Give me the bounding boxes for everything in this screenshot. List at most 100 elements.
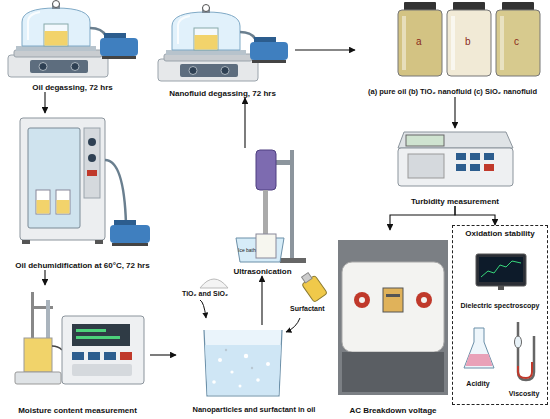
dielectric-analyzer: [476, 254, 526, 290]
nanoparticle-powder: [200, 279, 228, 288]
sample-bottles: [398, 10, 442, 76]
breakdown-tester-photo: [421, 297, 427, 303]
bottle-letter: a: [416, 37, 422, 47]
step-caption: Moisture content measurement: [5, 406, 150, 415]
karl-fischer-titrator: [72, 324, 130, 346]
turbidity-meter: [484, 153, 494, 160]
karl-fischer-titrator: [46, 300, 50, 340]
flow-arrow: [455, 206, 495, 225]
process-step: Ultrasonication: [215, 148, 310, 276]
viscometer: [515, 336, 522, 348]
step-caption: (a) pure oil (b) TiO₂ nanofluid (c) SiO₂…: [355, 88, 550, 97]
nanoparticle-powder: [200, 300, 206, 318]
karl-fischer-titrator: [120, 352, 132, 360]
step-caption: AC Breakdown voltage: [335, 406, 451, 415]
flow-arrow: [295, 49, 355, 50]
part-label: Surfactant: [290, 305, 325, 312]
ultrasonic-probe: [290, 150, 294, 260]
breakdown-tester-photo: [342, 262, 444, 352]
oil-beaker: [266, 362, 270, 366]
test-group: Oxidation stabilityDielectric spectrosco…: [452, 225, 548, 405]
step-caption: Ultrasonication: [215, 267, 310, 276]
turbidity-meter: [408, 154, 444, 178]
vacuum-oven: [84, 128, 100, 198]
oil-beaker: [244, 354, 248, 358]
turbidity-meter: [470, 164, 480, 171]
breakdown-tester-photo: [338, 240, 448, 395]
turbidity-meter: [456, 153, 466, 160]
karl-fischer-titrator: [72, 364, 132, 376]
step-caption: Dielectric spectroscopy: [454, 302, 546, 310]
acidity-flask: [464, 328, 494, 368]
karl-fischer-titrator: [72, 352, 84, 360]
test-step: Dielectric spectroscopy: [454, 250, 546, 310]
vacuum-oven: [36, 190, 50, 214]
process-step: Nanofluid degassing, 72 hrs: [150, 0, 295, 98]
ultrasonic-probe: [256, 234, 276, 258]
test-step: AC Breakdown voltage: [335, 230, 451, 415]
flow-arrow: [261, 276, 262, 325]
surfactant-bottle: [298, 270, 327, 302]
vacuum-oven: [105, 160, 126, 224]
vacuum-oven: [88, 154, 96, 162]
acidity-flask: [464, 328, 494, 368]
vacuum-oven: [110, 225, 150, 243]
ultrasonic-probe: [236, 150, 306, 263]
breakdown-tester-photo: [416, 292, 432, 308]
dielectric-analyzer: [481, 261, 521, 277]
part-label: Ice bath: [238, 248, 256, 253]
flow-arrow: [244, 98, 245, 148]
oil-beaker: [212, 380, 216, 384]
vacuum-oven: [20, 118, 150, 246]
vacuum-oven: [87, 170, 97, 176]
flow-arrow: [454, 97, 455, 128]
breakdown-tester-photo: [359, 297, 365, 303]
group-heading: Oxidation stability: [453, 229, 547, 238]
sample-bottles: [402, 16, 406, 70]
karl-fischer-titrator: [76, 336, 120, 339]
step-caption: Nanoparticles and surfactant in oil: [176, 406, 332, 415]
step-caption: Viscosity: [502, 390, 546, 398]
oil-degassing-illustration: [8, 1, 138, 78]
vacuum-oven: [28, 128, 80, 228]
acidity-flask: [466, 354, 493, 366]
bottle-letter: b: [465, 37, 471, 47]
dielectric-analyzer: [476, 254, 526, 286]
oil-beaker: [218, 358, 222, 362]
sample-bottles: [447, 10, 491, 76]
vacuum-oven: [37, 200, 50, 214]
flow-arrow: [390, 206, 455, 230]
oil-beaker: [230, 370, 233, 373]
oil-beaker: [205, 345, 281, 395]
vacuum-oven: [20, 118, 105, 240]
karl-fischer-titrator: [76, 329, 106, 332]
turbidity-meter: [456, 164, 466, 171]
turbidity-meter: [406, 135, 444, 146]
step-caption: Acidity: [456, 380, 500, 388]
vacuum-oven: [56, 190, 70, 214]
ultrasonic-probe: [280, 258, 306, 263]
vacuum-oven: [22, 240, 30, 244]
vacuum-oven: [88, 138, 96, 146]
sample-bottles: [398, 2, 540, 76]
turbidity-meter: [398, 148, 513, 186]
nanoparticle-powder: [200, 279, 228, 318]
karl-fischer-titrator: [88, 352, 100, 360]
sample-bottles: [500, 16, 504, 70]
sample-bottles: [496, 10, 540, 76]
turbidity-meter: [484, 164, 494, 171]
step-caption: Oil degassing, 72 hrs: [0, 83, 145, 92]
karl-fischer-titrator: [104, 352, 116, 360]
vacuum-oven: [57, 200, 70, 214]
flow-arrow: [44, 92, 45, 113]
oil-beaker: [204, 330, 282, 396]
surfactant-bottle: [286, 270, 327, 332]
process-step: Oil dehumidification at 60°C, 72 hrs: [0, 113, 165, 270]
bottle-letter: c: [514, 37, 519, 47]
step-caption: Nanofluid degassing, 72 hrs: [150, 89, 295, 98]
oil-beaker: [204, 330, 282, 396]
surfactant-bottle: [286, 318, 300, 332]
oil-beaker: [225, 349, 227, 351]
